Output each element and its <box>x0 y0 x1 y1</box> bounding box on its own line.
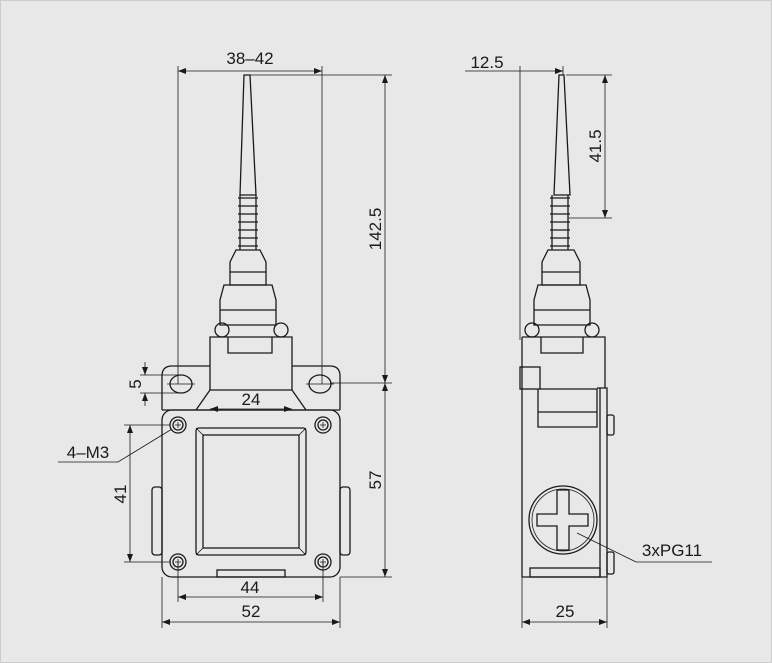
dim-hole-spacing-h: 44 <box>241 578 260 597</box>
cable-gland-icon <box>528 485 598 555</box>
dim-rod-length: 41.5 <box>586 129 605 162</box>
dim-hole-slot: 5 <box>126 379 145 388</box>
side-knob-top <box>606 414 615 436</box>
side-lug <box>519 366 541 390</box>
side-knob-bottom <box>606 551 615 575</box>
spring <box>238 195 258 250</box>
side-head-block <box>521 336 606 577</box>
collar-base <box>219 284 277 326</box>
front-view: 38–42 142.5 57 5 24 4–M3 41 44 52 <box>58 49 392 628</box>
screw-icons <box>169 416 332 571</box>
head-block <box>209 336 293 391</box>
dim-hole-spacing-v: 41 <box>111 485 130 504</box>
side-bottom-tab <box>529 567 601 578</box>
cover-outer <box>195 427 307 556</box>
side-lever-rod <box>553 74 571 196</box>
dim-lever-width: 38–42 <box>226 49 273 68</box>
side-view: 12.5 41.5 3xPG11 25 <box>465 53 712 628</box>
dim-total-height: 142.5 <box>366 208 385 251</box>
mounting-flange <box>161 365 341 411</box>
dim-head-width: 24 <box>242 390 261 409</box>
dim-depth: 25 <box>556 602 575 621</box>
side-actuator-block <box>537 388 598 428</box>
lever-rod <box>239 74 257 196</box>
side-tab-left <box>151 486 163 556</box>
lever-collar <box>229 249 267 286</box>
dim-body-width: 52 <box>242 602 261 621</box>
head-screw-right <box>273 322 289 338</box>
label-conduit: 3xPG11 <box>642 541 702 560</box>
dim-lever-offset: 12.5 <box>470 53 503 72</box>
side-tab-right <box>339 486 351 556</box>
dim-body-height: 57 <box>366 471 385 490</box>
bottom-tab <box>216 569 286 578</box>
cover-inner <box>202 434 300 549</box>
side-plate <box>522 387 608 578</box>
side-spring <box>550 195 570 250</box>
label-screws: 4–M3 <box>67 443 110 462</box>
